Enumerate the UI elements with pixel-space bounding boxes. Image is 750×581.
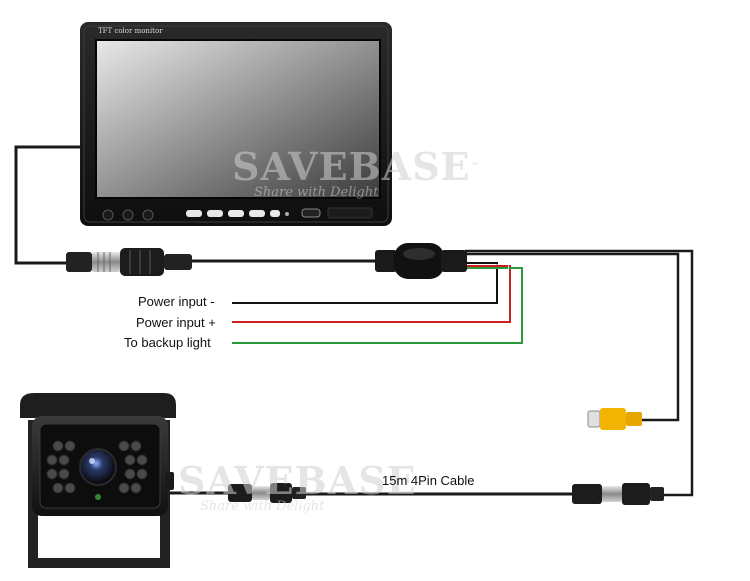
power-positive-label: Power input +	[136, 315, 216, 330]
monitor-button-1	[102, 209, 114, 221]
camera-main-wire	[465, 249, 694, 497]
monitor-cable	[14, 145, 82, 265]
watermark-tagline: Share with Delight	[200, 499, 325, 514]
watermark-tagline: Share with Delight	[254, 185, 379, 200]
watermark-mark: ™	[470, 162, 481, 172]
watermark-mark: ™	[416, 476, 427, 486]
camera-side-connector	[228, 483, 306, 503]
watermark-top: SAVEBASE™ Share with Delight	[232, 148, 481, 200]
monitor-brand-text: TFT color monitor	[98, 27, 163, 35]
black-power-wire	[232, 262, 498, 304]
rca-connector	[587, 408, 642, 430]
camera-lens	[79, 448, 117, 486]
watermark-brand: SAVEBASE	[232, 144, 471, 189]
watermark-bottom: SAVEBASE™ Share with Delight	[178, 462, 427, 514]
power-negative-label: Power input -	[138, 294, 215, 309]
monitor-button-3	[142, 209, 154, 221]
watermark-brand: SAVEBASE	[178, 458, 417, 503]
backup-camera	[20, 393, 176, 568]
cable-length-label: 15m 4Pin Cable	[382, 473, 475, 488]
wire-splitter	[375, 243, 467, 279]
video-wire	[465, 252, 680, 422]
green-backup-wire	[232, 267, 523, 344]
monitor-screen	[96, 40, 380, 198]
monitor-side-connector	[572, 483, 664, 505]
monitor-button-2	[122, 209, 134, 221]
backup-light-label: To backup light	[124, 335, 211, 350]
aviation-connector	[66, 248, 192, 276]
tft-monitor	[80, 22, 392, 226]
red-power-wire	[232, 265, 511, 323]
